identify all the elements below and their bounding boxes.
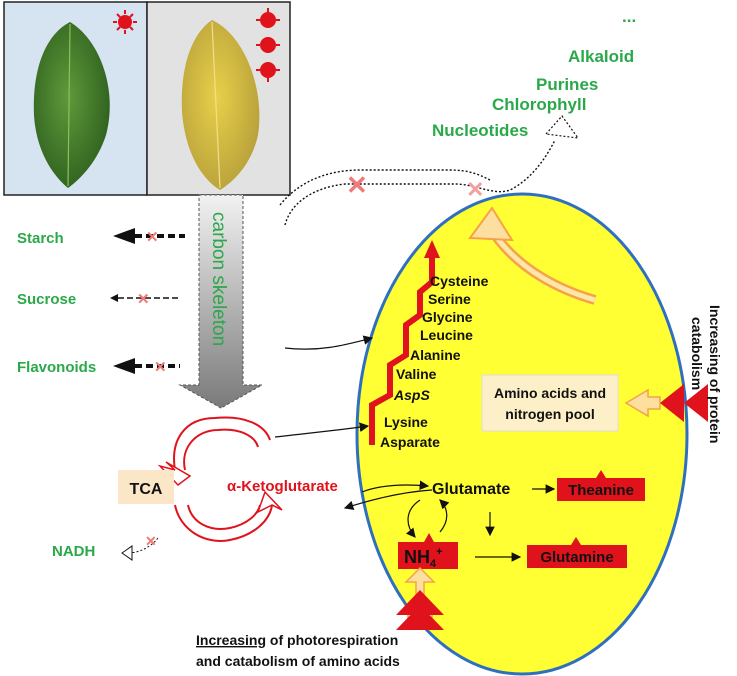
ellipsis-label: ... xyxy=(622,7,636,26)
chlorophyll-label: Chlorophyll xyxy=(492,95,586,114)
starch-label: Starch xyxy=(17,230,64,247)
leaf-panel xyxy=(3,1,291,196)
glutamine-label: Glutamine xyxy=(540,549,613,566)
glutamate-label: Glutamate xyxy=(432,481,510,498)
recycle-arrow xyxy=(468,206,597,305)
nitrogen-metabolism: Glutamate Theanine NH4+ Glutamine xyxy=(343,470,645,630)
flavonoids-label: Flavonoids xyxy=(17,359,96,376)
blocked-x-icon: ✕ xyxy=(466,177,484,202)
right-label-line2: catabolism xyxy=(689,317,705,390)
amino-acid-staircase: Cysteine Serine Glycine Leucine Alanine … xyxy=(369,240,489,450)
sun-icon xyxy=(113,10,137,34)
bottom-label: Increasing of photorespiration and catab… xyxy=(196,632,400,669)
blocked-x-icon: ✕ xyxy=(145,533,157,549)
theanine-label: Theanine xyxy=(568,482,634,499)
nh4-base: NH xyxy=(404,547,430,567)
yellow-leaf xyxy=(181,20,260,190)
carbon-skeleton-arrow: carbon skeleton xyxy=(178,194,264,409)
nadh-label: NADH xyxy=(52,543,95,560)
amino-acid-lysine: Lysine xyxy=(384,414,428,430)
bottom-label-line2: and catabolism of amino acids xyxy=(196,653,400,669)
amino-acid-asps: AspS xyxy=(393,387,430,403)
blocked-x-icon: ✕ xyxy=(137,291,150,308)
purines-label: Purines xyxy=(536,75,598,94)
alkaloid-label: Alkaloid xyxy=(568,47,634,66)
nh4-sub: 4 xyxy=(430,558,437,570)
carbon-skeleton-label: carbon skeleton xyxy=(208,212,229,346)
nh4-label: NH4+ xyxy=(404,546,443,570)
ketoglutarate-label: α-Ketoglutarate xyxy=(227,478,338,495)
pool-line1: Amino acids and xyxy=(494,385,606,401)
amino-acid-serine: Serine xyxy=(428,291,471,307)
nucleotides-label: Nucleotides xyxy=(432,121,528,140)
amino-acid-glycine: Glycine xyxy=(422,309,473,325)
bottom-label-line1: Increasing of photorespiration xyxy=(196,632,398,648)
amino-acid-asparate: Asparate xyxy=(380,434,440,450)
amino-acid-valine: Valine xyxy=(396,366,437,382)
top-products: ... Alkaloid Purines Chlorophyll Nucleot… xyxy=(279,7,636,226)
tca-label: TCA xyxy=(130,481,163,498)
amino-acid-pool: Amino acids and nitrogen pool xyxy=(481,374,619,432)
protein-catabolism-arrows xyxy=(624,384,708,422)
bottom-label-underlined: Increasing xyxy=(196,632,266,648)
pool-line2: nitrogen pool xyxy=(505,406,594,422)
green-leaf xyxy=(33,22,110,188)
sucrose-label: Sucrose xyxy=(17,291,76,308)
sun-icon xyxy=(256,8,280,82)
right-label: Increasing of protein catabolism xyxy=(689,305,723,443)
bottom-label-rest: of photorespiration xyxy=(266,632,398,648)
blocked-x-icon: ✕ xyxy=(346,170,368,200)
left-products: Starch ✕ Sucrose ✕ Flavonoids ✕ xyxy=(17,228,185,376)
amino-acid-leucine: Leucine xyxy=(420,327,473,343)
amino-acid-alanine: Alanine xyxy=(410,347,461,363)
blocked-x-icon: ✕ xyxy=(146,229,159,246)
nh4-sup: + xyxy=(436,546,442,558)
blocked-x-icon: ✕ xyxy=(154,359,167,376)
right-label-line1: Increasing of protein xyxy=(707,305,723,443)
amino-acid-cysteine: Cysteine xyxy=(430,273,489,289)
tca-cycle: TCA α-Ketoglutarate NADH ✕ xyxy=(52,416,338,561)
